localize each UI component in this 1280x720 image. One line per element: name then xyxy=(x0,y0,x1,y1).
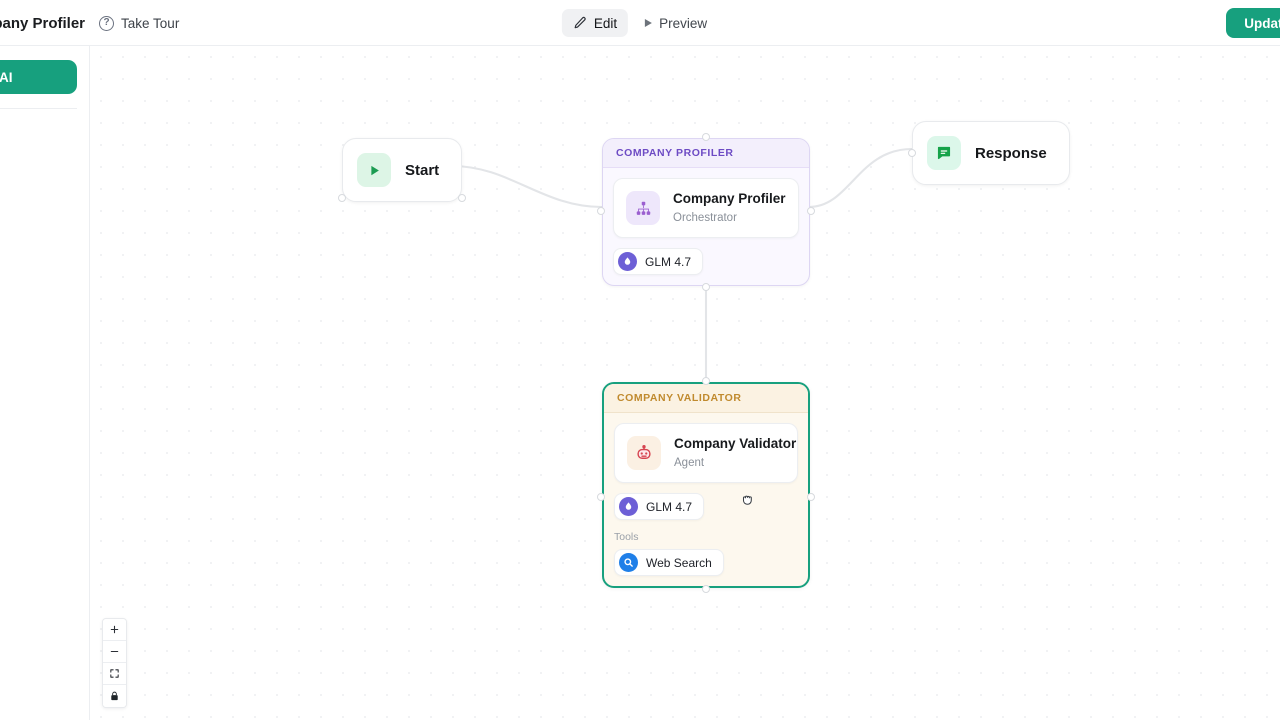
company-profiler-model-label: GLM 4.7 xyxy=(645,254,692,269)
tab-preview[interactable]: Preview xyxy=(634,9,718,37)
top-bar-left: Company Profiler ? Take Tour xyxy=(0,0,179,46)
search-circle-icon xyxy=(619,553,638,572)
zoom-in-button[interactable] xyxy=(103,619,126,641)
play-icon xyxy=(357,153,391,187)
take-tour-button[interactable]: ? Take Tour xyxy=(99,15,180,31)
lock-button[interactable] xyxy=(103,685,126,707)
sidebar-item-response[interactable]: Response xyxy=(0,223,77,253)
top-bar: Company Profiler ? Take Tour Edit Previe… xyxy=(0,0,1280,46)
start-output-port[interactable] xyxy=(458,194,467,202)
take-tour-label: Take Tour xyxy=(121,15,180,31)
tool-chip-web-search[interactable]: Web Search xyxy=(614,549,724,576)
node-response[interactable]: Response xyxy=(908,121,1070,185)
edge-start-to-profiler xyxy=(451,164,603,209)
company-profiler-chips: GLM 4.7 xyxy=(613,248,799,275)
org-chart-icon xyxy=(626,191,660,225)
company-validator-agent-card[interactable]: Company Validator Agent xyxy=(614,423,798,483)
company-profiler-group-header: COMPANY PROFILER xyxy=(603,139,809,168)
tool-chip-web-search-label: Web Search xyxy=(646,555,712,570)
start-label: Start xyxy=(405,161,440,179)
tab-preview-label: Preview xyxy=(659,15,708,31)
company-profiler-group-card[interactable]: COMPANY PROFILER xyxy=(602,138,810,286)
response-label: Response xyxy=(975,144,1047,162)
zoom-out-button[interactable] xyxy=(103,641,126,663)
flow-canvas[interactable]: Start Response COMPANY PROFILER xyxy=(90,46,1280,720)
company-validator-model-label: GLM 4.7 xyxy=(646,499,693,514)
message-square-icon xyxy=(927,136,961,170)
sidebar: Generate with AI Agent Response xyxy=(0,46,90,720)
validator-output-port[interactable] xyxy=(807,493,815,501)
fit-view-button[interactable] xyxy=(103,663,126,685)
company-profiler-agent-card[interactable]: Company Profiler Orchestrator xyxy=(613,178,799,238)
company-validator-group-body: Company Validator Agent GLM 4.7 Tools xyxy=(604,413,808,586)
node-company-profiler-group[interactable]: COMPANY PROFILER xyxy=(597,133,815,291)
company-validator-chips: GLM 4.7 xyxy=(614,493,798,520)
sidebar-divider xyxy=(0,108,77,109)
profiler-bottom-port[interactable] xyxy=(702,283,710,291)
company-profiler-group-body: Company Profiler Orchestrator GLM 4.7 xyxy=(603,168,809,285)
start-input-port[interactable] xyxy=(338,194,346,202)
zoom-controls xyxy=(102,618,127,708)
play-icon xyxy=(645,19,653,27)
generate-with-ai-button[interactable]: Generate with AI xyxy=(0,60,77,94)
tab-edit[interactable]: Edit xyxy=(561,9,629,37)
robot-icon xyxy=(627,436,661,470)
company-profiler-title: Company Profiler xyxy=(673,191,786,206)
page-title: Company Profiler xyxy=(0,14,86,32)
company-validator-title: Company Validator xyxy=(674,436,797,451)
node-start[interactable]: Start xyxy=(338,138,467,202)
edge-profiler-to-response xyxy=(808,147,913,209)
mode-switcher: Edit Preview xyxy=(561,0,718,46)
company-profiler-model-chip[interactable]: GLM 4.7 xyxy=(613,248,704,275)
response-card[interactable]: Response xyxy=(912,121,1070,185)
company-validator-model-chip[interactable]: GLM 4.7 xyxy=(614,493,705,520)
glm-logo-icon xyxy=(618,252,637,271)
sidebar-item-agent[interactable]: Agent xyxy=(0,175,77,205)
tab-edit-label: Edit xyxy=(593,15,618,31)
company-validator-group-card[interactable]: COMPANY VALIDATOR xyxy=(602,382,810,588)
profiler-input-port[interactable] xyxy=(597,207,605,215)
node-company-validator-group[interactable]: COMPANY VALIDATOR xyxy=(597,377,815,593)
company-profiler-subtitle: Orchestrator xyxy=(673,212,737,224)
validator-input-port[interactable] xyxy=(597,493,605,501)
glm-logo-icon xyxy=(619,497,638,516)
company-validator-subtitle: Agent xyxy=(674,457,705,469)
company-validator-tools: Web Search xyxy=(614,549,798,576)
question-circle-icon: ? xyxy=(99,15,115,31)
company-validator-card-text: Company Validator Agent xyxy=(674,435,796,471)
start-card[interactable]: Start xyxy=(342,138,463,202)
response-input-port[interactable] xyxy=(908,149,916,157)
validator-bottom-port[interactable] xyxy=(702,585,710,593)
top-bar-right: Update xyxy=(1226,0,1280,46)
company-profiler-card-text: Company Profiler Orchestrator xyxy=(673,190,786,226)
tools-label: Tools xyxy=(614,531,639,543)
company-validator-group-header: COMPANY VALIDATOR xyxy=(604,384,808,413)
pencil-icon xyxy=(573,16,587,30)
update-button[interactable]: Update xyxy=(1226,8,1280,38)
profiler-output-port[interactable] xyxy=(807,207,815,215)
profiler-top-port[interactable] xyxy=(702,133,710,141)
validator-top-port[interactable] xyxy=(702,377,710,385)
